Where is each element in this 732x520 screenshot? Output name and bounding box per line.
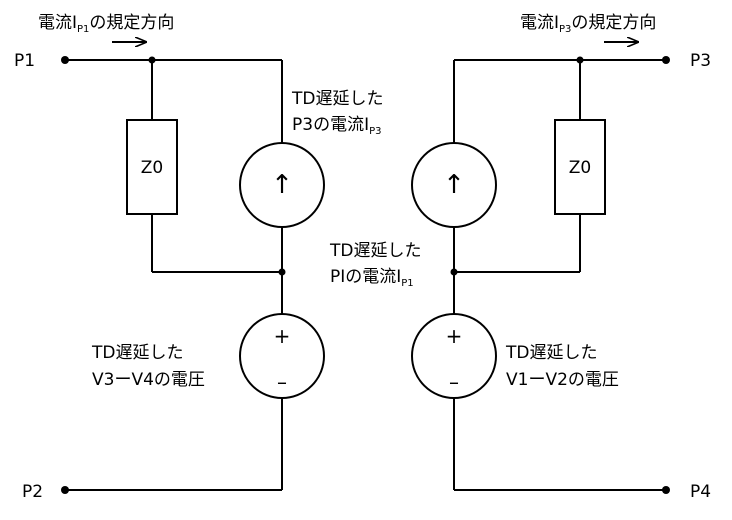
junction-dot [148,56,156,64]
impedance-label-right: Z0 [569,158,591,178]
up-arrow-icon: ↑ [443,170,465,200]
voltage-source-label-right-line2: V1ーV2の電圧 [506,370,619,390]
terminal-p4 [662,486,670,494]
port-label-p1: P1 [14,51,35,71]
junction-dot [576,56,584,64]
current-source-label-right-line2: PIの電流IP1 [330,267,414,289]
port-label-p3: P3 [690,51,711,71]
junction-dot [450,268,458,276]
plus-sign: + [446,324,463,348]
terminal-p1 [61,56,69,64]
port-label-p4: P4 [690,482,711,502]
current-source-label-right-line1: TD遅延した [329,241,421,261]
junction-dot [278,268,286,276]
voltage-source-label-left-line2: V3ーV4の電圧 [92,370,205,390]
plus-sign: + [274,324,291,348]
direction-label-right: 電流IP3の規定方向 [520,13,656,35]
minus-sign: – [449,370,459,394]
port-label-p2: P2 [22,482,43,502]
left-circuit [61,42,325,494]
terminal-p2 [61,486,69,494]
right-circuit [411,42,670,494]
voltage-source-label-right-line1: TD遅延した [505,343,597,363]
minus-sign: – [277,370,287,394]
up-arrow-icon: ↑ [271,170,293,200]
current-source-label-left-line2: P3の電流IP3 [292,115,382,137]
direction-label-left: 電流IP1の規定方向 [38,13,174,35]
voltage-source-label-left-line1: TD遅延した [91,343,183,363]
current-source-label-left-line1: TD遅延した [291,89,383,109]
impedance-label-left: Z0 [141,158,163,178]
terminal-p3 [662,56,670,64]
